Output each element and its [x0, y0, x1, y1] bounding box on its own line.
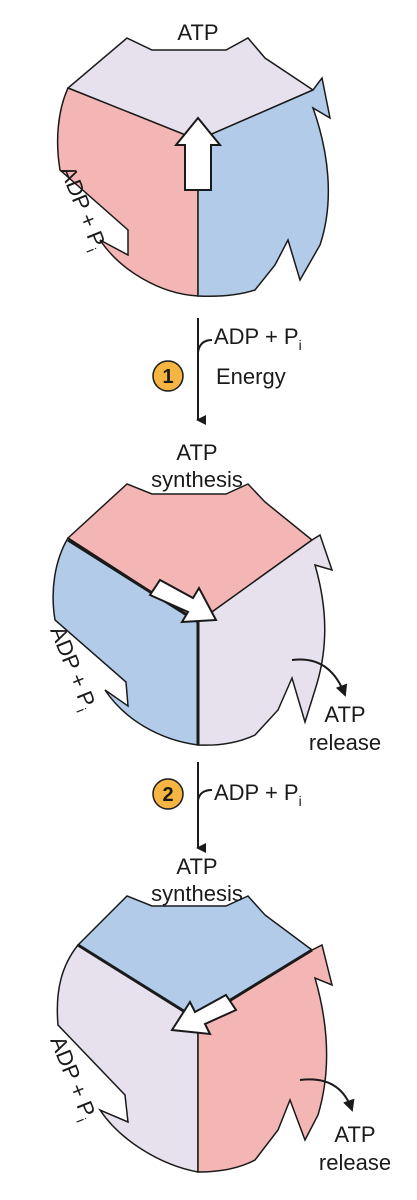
panel-3-release-arrow — [299, 1078, 355, 1112]
slice-left — [56, 944, 199, 1173]
panel-2-release-arrow — [291, 658, 348, 697]
step-1: ADP + Pi 1 Energy — [152, 318, 302, 425]
step-2-badge — [152, 778, 184, 810]
step-2: ADP + Pi 2 — [152, 762, 302, 853]
slice-left — [56, 87, 199, 297]
arrow-up-icon — [173, 116, 223, 191]
panel-2-slices — [52, 483, 334, 746]
panel-2-release-line1: ATP — [324, 702, 365, 727]
step-2-input-hook — [197, 789, 213, 801]
panel-2-release-line2: release — [309, 730, 381, 755]
panel-3-atp-label: ATP — [176, 854, 217, 879]
step-1-energy-label: Energy — [216, 364, 286, 389]
arrow-down-right-icon — [148, 578, 218, 624]
step-2-input-label: ADP + Pi — [214, 780, 302, 809]
slice-right — [197, 76, 332, 297]
panel-1: ATP ADP + Pi — [55, 20, 332, 297]
step-1-badge — [152, 360, 184, 392]
step-2-number: 2 — [162, 784, 173, 806]
slice-left — [52, 536, 199, 746]
panel-3-release-line1: ATP — [334, 1122, 375, 1147]
panel-2-atp-label: ATP — [176, 440, 217, 465]
panel-3: ATP synthesis ADP + Pi ATP release — [45, 854, 391, 1175]
panel-3-synthesis-label: synthesis — [151, 881, 243, 906]
panel-1-atp-label: ATP — [177, 20, 218, 45]
step-1-input-label: ADP + Pi — [214, 324, 302, 353]
panel-3-release-line2: release — [319, 1150, 391, 1175]
arrow-down-left-icon — [170, 993, 238, 1036]
step-1-number: 1 — [162, 366, 173, 388]
panel-3-slices — [56, 895, 334, 1173]
panel-2-divider-left — [67, 538, 199, 624]
step-1-input-hook — [197, 339, 213, 353]
slice-right — [197, 533, 334, 746]
panel-1-slices — [56, 37, 332, 297]
panel-2: ATP synthesis ADP + Pi ATP release — [45, 440, 381, 755]
panel-3-divider-left — [77, 943, 199, 1022]
panel-2-synthesis-label: synthesis — [151, 467, 243, 492]
